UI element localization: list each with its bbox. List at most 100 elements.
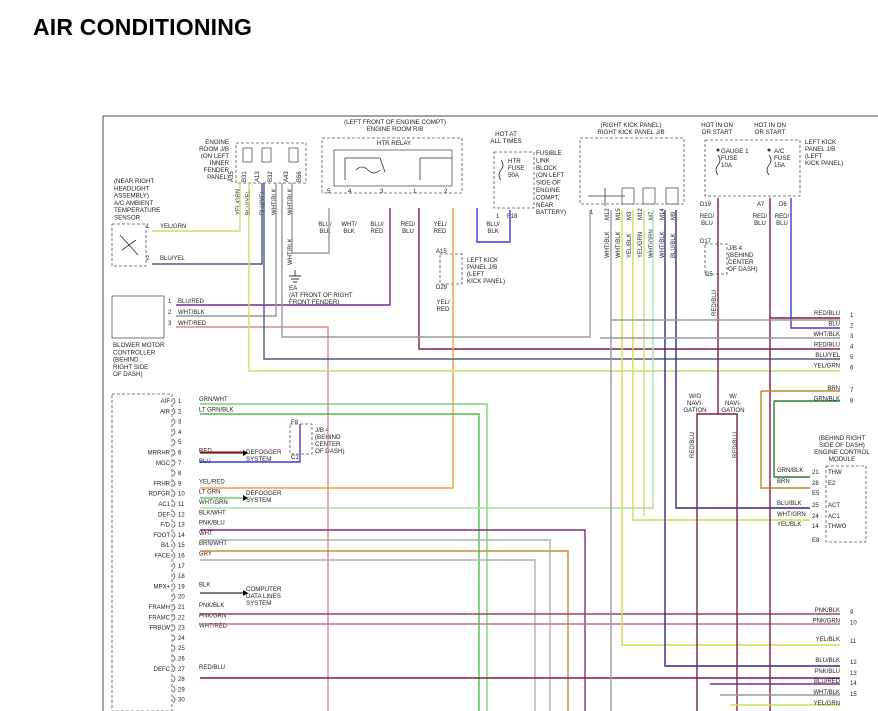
harness-wire-label: BLU/RED (814, 679, 841, 685)
harness-pin-number: 13 (850, 671, 857, 677)
pin-terminal (172, 541, 176, 549)
pin-terminal (172, 531, 176, 539)
wire-path (291, 183, 330, 254)
diagram-label: BLU/YEL (260, 190, 266, 215)
diagram-label: RED/BLU (712, 290, 718, 316)
pin-terminal (172, 562, 176, 570)
wire-path (200, 210, 654, 509)
pin-terminal (172, 644, 176, 652)
control-pin-number: 9 (178, 481, 182, 487)
harness-wire-label: BLU/YEL (815, 353, 840, 359)
pin-terminal (172, 552, 176, 559)
ecm-pin-name: THW (828, 470, 842, 476)
diagram-label: WHT/BLK (288, 238, 294, 265)
pin-terminal (172, 511, 176, 518)
diagram-label: WHT/BLK (616, 231, 622, 258)
pin-terminal (172, 593, 176, 600)
control-pin-wire: LT GRN (199, 490, 220, 496)
control-pin-number: 1 (178, 399, 182, 405)
harness-wire-label: YEL/GRN (814, 701, 840, 707)
diagram-label: 4 (348, 189, 352, 195)
harness-wire-label: WHT/BLK (813, 332, 840, 338)
wire-path (152, 183, 263, 265)
diagram-label: (RIGHT KICK PANEL)RIGHT KICK PANEL J/B (597, 122, 664, 136)
pin-terminal (172, 665, 176, 673)
wire-path (176, 326, 329, 711)
diagram-label: M15 (616, 208, 622, 220)
engine-room-rb: (LEFT FRONT OF ENGINE COMPT)ENGINE ROOM … (321, 119, 463, 194)
diagram-label: RED/BLU (775, 214, 790, 227)
ecm-pin-number: 21 (812, 470, 819, 476)
pin-terminal (172, 438, 176, 446)
ecm-pin-wire: BRN (777, 479, 790, 485)
harness-wire-label: BRN (827, 386, 840, 392)
pin-terminal (172, 675, 176, 683)
control-pin-number: 6 (178, 451, 182, 457)
wire-path (152, 183, 241, 232)
ecm-pin-wire: BLU/BLK (777, 501, 802, 507)
diagram-label: RED/BLU (401, 222, 416, 235)
control-pin-number: 26 (178, 657, 185, 663)
pin-terminal (172, 480, 176, 487)
diagram-label: B56 (297, 171, 303, 182)
control-pin-name: FOOT (153, 533, 170, 539)
pin-terminal (172, 521, 176, 528)
control-pin-number: 10 (178, 492, 185, 498)
wire-path (696, 198, 719, 711)
diagram-label: RED/BLU (733, 432, 739, 458)
diagram-frame (102, 115, 878, 711)
diagram-label: 1 (496, 214, 500, 220)
harness-pin-number: 11 (850, 639, 857, 645)
control-pin-wire: YEL/RED (199, 479, 225, 485)
control-pin-wire: GRY (199, 552, 212, 558)
diagram-label: M7 (649, 211, 655, 220)
wire-path (200, 424, 301, 463)
harness-pin-number: 2 (850, 324, 854, 330)
harness-pin-number: 3 (850, 334, 854, 340)
wire-path (718, 413, 738, 711)
control-pin-wire: PNK/GRN (199, 613, 226, 619)
harness-pin-number: 8 (850, 399, 854, 405)
harness-pin-number: 1 (850, 313, 854, 319)
small-connectors (289, 243, 728, 455)
diagram-label: B31 (242, 171, 248, 182)
ecm-pin-name: THWO (828, 524, 847, 530)
blower-pin-wire: WHT/RED (178, 321, 207, 327)
pin-terminal (172, 449, 176, 456)
ecm-pin-wire: WHT/GRN (777, 512, 806, 518)
pin-terminal (172, 696, 176, 703)
control-pin-number: 7 (178, 461, 182, 467)
control-pin-name: MRRHR (148, 451, 171, 457)
diagram-label: D29 (436, 285, 448, 291)
pin-terminal (172, 469, 176, 477)
pin-terminal (172, 614, 176, 621)
wire-path (200, 208, 454, 489)
control-pin-number: 30 (178, 698, 185, 704)
control-pin-number: 24 (178, 636, 185, 642)
harness-pin-number: 4 (850, 345, 854, 351)
diagram-label: RED/BLU (753, 214, 768, 227)
ecm-pin-wire: GRN/BLK (777, 468, 803, 474)
control-pin-number: 4 (178, 430, 182, 436)
control-pin-number: 12 (178, 512, 185, 518)
harness-pin-number: 6 (850, 366, 854, 372)
control-pin-wire: BRN/WHT (199, 541, 227, 547)
